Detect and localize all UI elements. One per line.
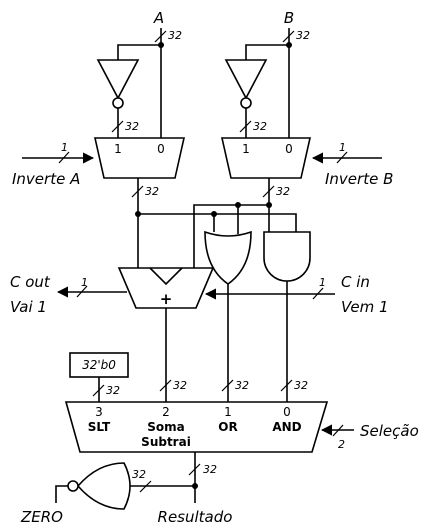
result-mux-op-subtrai: Subtrai — [141, 435, 191, 449]
bus-width-label: 2 — [338, 438, 345, 451]
input-a-label: A — [153, 9, 164, 27]
bus-slash — [239, 120, 252, 133]
c-in-label: C in — [341, 273, 370, 291]
bus-slash — [221, 379, 234, 392]
mux-a-in0-label: 0 — [157, 142, 165, 156]
a-to-or-wire — [138, 213, 215, 232]
result-mux-index-0: 0 — [283, 405, 291, 419]
vem-1-label: Vem 1 — [341, 298, 389, 316]
inverter-a — [96, 59, 140, 100]
inverter-b — [224, 59, 268, 100]
result-mux-op-soma: Soma — [147, 420, 185, 434]
bus-width-label: 32 — [106, 384, 120, 397]
bus-width-label: 32 — [203, 463, 217, 476]
mux-b-in1-label: 1 — [242, 142, 250, 156]
inverte-b-label: Inverte B — [325, 170, 393, 188]
bus-width-label: 32 — [235, 379, 249, 392]
result-mux-index-1: 1 — [224, 405, 232, 419]
zero-output-wire — [55, 485, 68, 503]
bus-slash — [332, 424, 344, 437]
mux-b — [221, 137, 311, 179]
c-out-label: C out — [10, 273, 51, 291]
mux-a-in1-label: 1 — [114, 142, 122, 156]
inverter-b-bubble — [240, 97, 252, 109]
a-to-and-wire — [214, 213, 297, 232]
bus-slash — [92, 384, 105, 397]
bus-width-label: 32 — [132, 468, 146, 481]
bus-slash — [76, 285, 88, 298]
bus-slash — [139, 480, 152, 493]
adder-plus-label: + — [160, 290, 173, 308]
nor-gate — [76, 462, 131, 510]
bus-width-label: 32 — [294, 379, 308, 392]
result-mux-index-3: 3 — [95, 405, 103, 419]
bus-width-label: 1 — [81, 276, 88, 289]
bus-width-label: 1 — [339, 141, 346, 154]
resultado-label: Resultado — [158, 508, 233, 526]
bus-width-label: 32 — [253, 120, 267, 133]
bus-width-label: 1 — [319, 276, 326, 289]
bus-width-label: 1 — [61, 141, 68, 154]
adder-notch — [149, 267, 183, 286]
zero-label: ZERO — [20, 508, 63, 526]
mux-b-in0-label: 0 — [285, 142, 293, 156]
result-mux-op-slt: SLT — [88, 420, 111, 434]
nor-gate-bubble — [67, 480, 79, 492]
mux-a — [94, 137, 185, 179]
bus-slash — [111, 120, 124, 133]
bus-slash — [262, 185, 275, 198]
input-b-label: B — [284, 9, 294, 27]
bus-slash — [282, 30, 295, 43]
bus-slash — [336, 151, 348, 164]
result-mux-op-and: AND — [272, 420, 301, 434]
bus-slash — [58, 151, 70, 164]
result-mux-op-or: OR — [218, 420, 237, 434]
bus-slash — [280, 379, 293, 392]
vai-1-label: Vai 1 — [10, 298, 47, 316]
bus-slash — [131, 185, 144, 198]
and-gate — [263, 231, 311, 282]
bus-width-label: 32 — [276, 185, 290, 198]
constant-zero-label: 32'b0 — [82, 358, 116, 372]
bus-slash — [312, 287, 324, 300]
inverte-a-label: Inverte A — [12, 170, 80, 188]
bus-width-label: 32 — [173, 379, 187, 392]
bus-width-label: 32 — [296, 29, 310, 42]
or-gate — [204, 230, 252, 285]
result-mux — [64, 401, 329, 453]
bus-slash — [188, 463, 201, 476]
bus-slash — [159, 379, 172, 392]
inverter-a-bubble — [112, 97, 124, 109]
bus-width-label: 32 — [168, 29, 182, 42]
input-a-branch-wire — [117, 44, 161, 60]
result-mux-index-2: 2 — [162, 405, 170, 419]
bus-width-label: 32 — [125, 120, 139, 133]
selecao-label: Seleção — [360, 422, 419, 440]
bus-slash — [154, 30, 167, 43]
input-b-branch-wire — [245, 44, 289, 60]
bus-width-label: 32 — [145, 185, 159, 198]
